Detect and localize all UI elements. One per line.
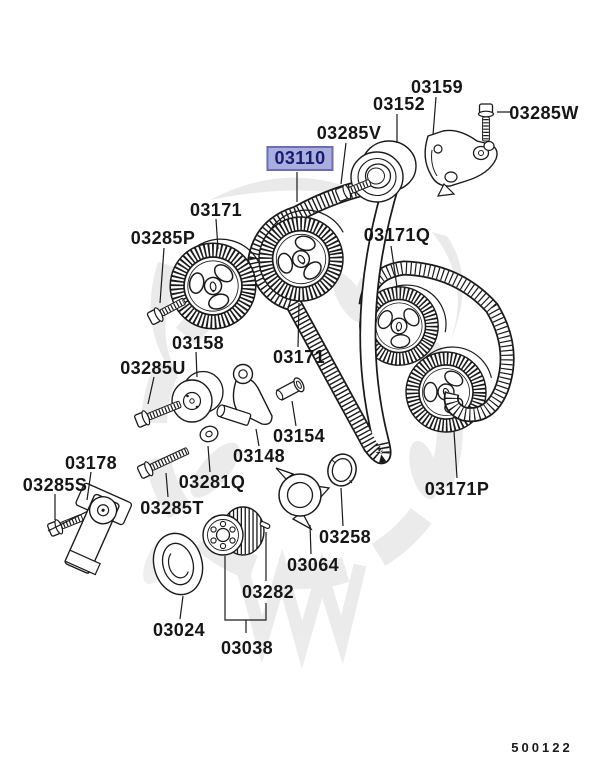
tensioner-arm-03148	[216, 363, 273, 426]
washer-03281Q	[199, 425, 219, 443]
part-label-03064[interactable]: 03064	[286, 555, 340, 575]
part-label-03171P[interactable]: 03171P	[424, 479, 490, 499]
sensor-blade-03064	[275, 467, 331, 531]
bolt-03285U	[134, 400, 182, 428]
part-label-03285W[interactable]: 03285W	[509, 103, 579, 123]
part-label-03110-highlighted[interactable]: 03110	[266, 146, 334, 171]
part-label-03285T[interactable]: 03285T	[140, 498, 204, 518]
timing-belt-03110	[247, 171, 405, 465]
part-label-03158[interactable]: 03158	[171, 333, 225, 353]
pulley-bracket-03159	[424, 129, 498, 197]
bolt-03285W	[477, 103, 495, 142]
bolt-03285P	[146, 298, 186, 325]
flange-washer-03024	[152, 532, 204, 596]
part-label-03285V[interactable]: 03285V	[316, 123, 382, 143]
idler-pulley-03152	[350, 140, 417, 203]
part-label-03024[interactable]: 03024	[152, 620, 206, 640]
tensioner-pulley-03158	[171, 370, 224, 423]
key-03282	[259, 520, 271, 530]
bolt-03285V	[335, 179, 372, 202]
part-label-03178[interactable]: 03178	[64, 453, 118, 473]
part-label-03148[interactable]: 03148	[232, 446, 286, 466]
pivot-bushing-03154	[275, 377, 305, 401]
part-label-03282[interactable]: 03282	[241, 582, 295, 602]
part-label-03281Q[interactable]: 03281Q	[178, 472, 246, 492]
crankshaft-sprocket-03038	[202, 506, 265, 556]
figure-code: 500122	[511, 740, 573, 755]
hydraulic-tensioner-03178	[47, 482, 133, 576]
part-label-03154[interactable]: 03154	[272, 426, 326, 446]
part-label-03171-left[interactable]: 03171	[189, 200, 243, 220]
part-label-03285P[interactable]: 03285P	[130, 228, 196, 248]
part-label-03171-belt[interactable]: 03171	[272, 347, 326, 367]
part-label-03152[interactable]: 03152	[372, 94, 426, 114]
part-label-03038[interactable]: 03038	[220, 638, 274, 658]
bolt-03285T	[136, 447, 190, 479]
part-label-03285U[interactable]: 03285U	[120, 358, 186, 378]
balance-belt	[358, 260, 515, 423]
part-label-03171Q[interactable]: 03171Q	[363, 225, 431, 245]
bolt-03285S	[47, 514, 84, 537]
o-ring-03258	[327, 453, 357, 487]
part-label-03285S[interactable]: 03285S	[22, 475, 88, 495]
part-label-03258[interactable]: 03258	[318, 527, 372, 547]
part-label-03159[interactable]: 03159	[410, 77, 464, 97]
leader-lines	[54, 96, 510, 633]
